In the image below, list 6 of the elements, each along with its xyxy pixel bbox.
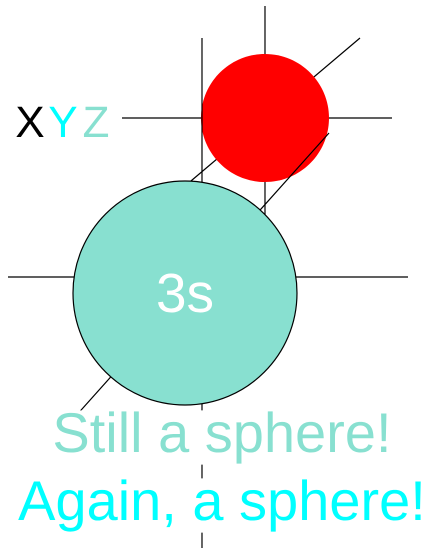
axis-label: Z — [82, 106, 110, 138]
axis-label: X — [14, 106, 46, 138]
axis-label: Still a sphere! — [51, 410, 393, 465]
sphere-circle — [201, 54, 329, 182]
axis-label: Y — [47, 106, 79, 138]
axis-label: Again, a sphere! — [17, 478, 427, 533]
